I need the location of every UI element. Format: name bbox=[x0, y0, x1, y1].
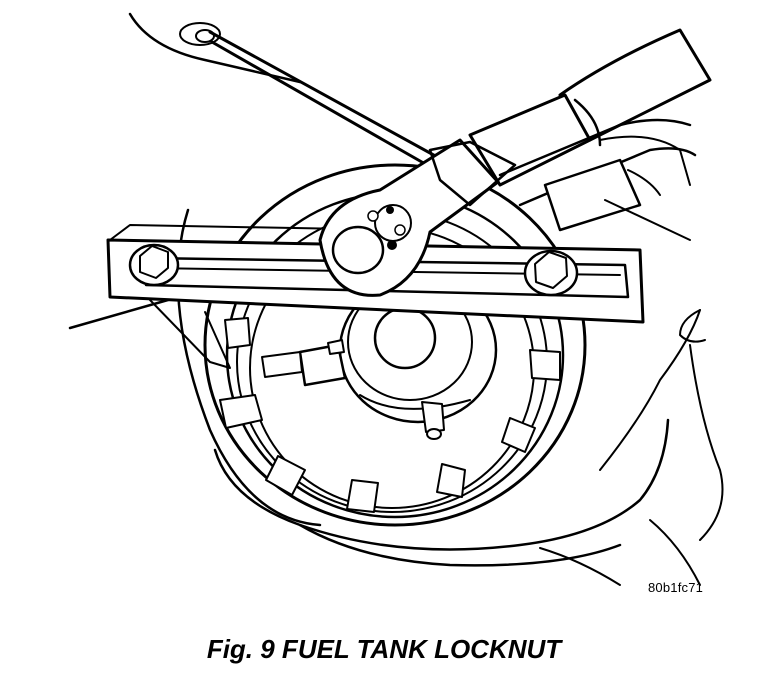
ratchet-wrench bbox=[318, 28, 712, 297]
figure-caption: Fig. 9 FUEL TANK LOCKNUT bbox=[206, 634, 562, 664]
locknut-tabs bbox=[219, 317, 561, 513]
tool-bolt-right bbox=[523, 249, 579, 297]
fuel-hoses bbox=[428, 118, 697, 241]
fuel-line bbox=[179, 22, 472, 187]
figure-code: 80b1fc71 bbox=[648, 580, 704, 595]
electrical-connector bbox=[261, 339, 347, 387]
tool-bolt-left bbox=[128, 243, 180, 287]
